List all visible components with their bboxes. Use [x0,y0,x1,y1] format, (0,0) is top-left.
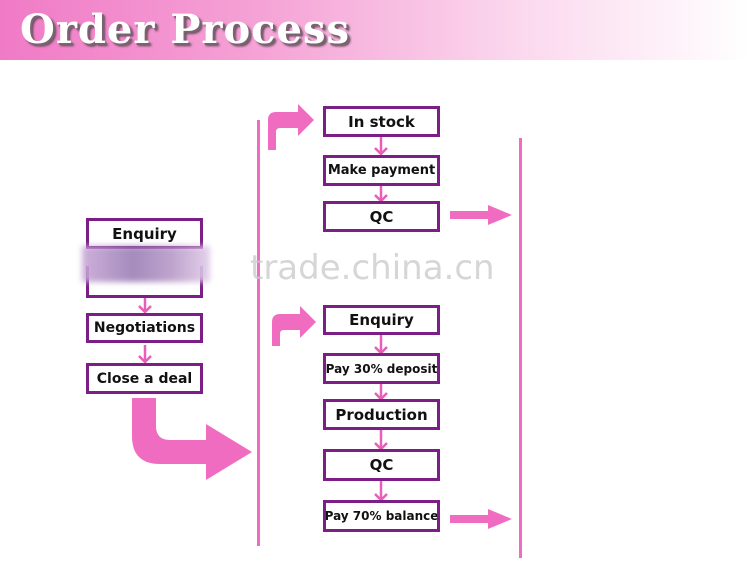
step-qc-production: QC [323,449,440,481]
step-enquiry-production: Enquiry [323,305,440,335]
arrow-right-icon [450,205,512,225]
step-qc: QC [323,201,440,232]
step-label: In stock [348,112,415,131]
arrow-down-icon [374,334,388,355]
step-pay-balance: Pay 70% balance [323,500,440,532]
elbow-arrow-icon [272,306,316,346]
obscured-area [82,246,210,282]
step-label: QC [369,207,394,226]
arrow-down-icon [374,481,388,502]
step-production: Production [323,399,440,430]
right-bracket-line [519,138,522,558]
step-label: Pay 30% deposit [325,361,438,376]
arrow-down-icon [374,137,388,156]
arrow-down-icon [374,384,388,401]
step-close-deal: Close a deal [86,363,203,394]
step-label: Close a deal [96,370,193,387]
step-label: Enquiry [349,311,414,329]
elbow-arrow-icon [268,104,314,150]
big-curved-arrow-icon [132,398,252,480]
header-banner: Order Process [0,0,750,60]
step-label: Enquiry [112,224,177,243]
watermark: trade.china.cn [250,248,495,288]
arrow-down-icon [374,186,388,203]
left-bracket-line [257,120,260,546]
step-label: Negotiations [93,320,196,336]
arrow-down-icon [138,345,152,364]
step-label: Make payment [327,163,436,178]
step-label: Production [335,405,428,424]
step-enquiry: Enquiry [86,218,203,249]
step-pay-deposit: Pay 30% deposit [323,353,440,384]
arrow-right-icon [450,509,512,529]
arrow-down-icon [138,296,152,314]
step-in-stock: In stock [323,106,440,137]
page-title: Order Process [20,6,351,53]
step-label: QC [369,456,394,474]
step-label: Pay 70% balance [324,509,439,523]
step-negotiations: Negotiations [86,313,203,343]
arrow-down-icon [374,430,388,451]
step-make-payment: Make payment [323,155,440,186]
